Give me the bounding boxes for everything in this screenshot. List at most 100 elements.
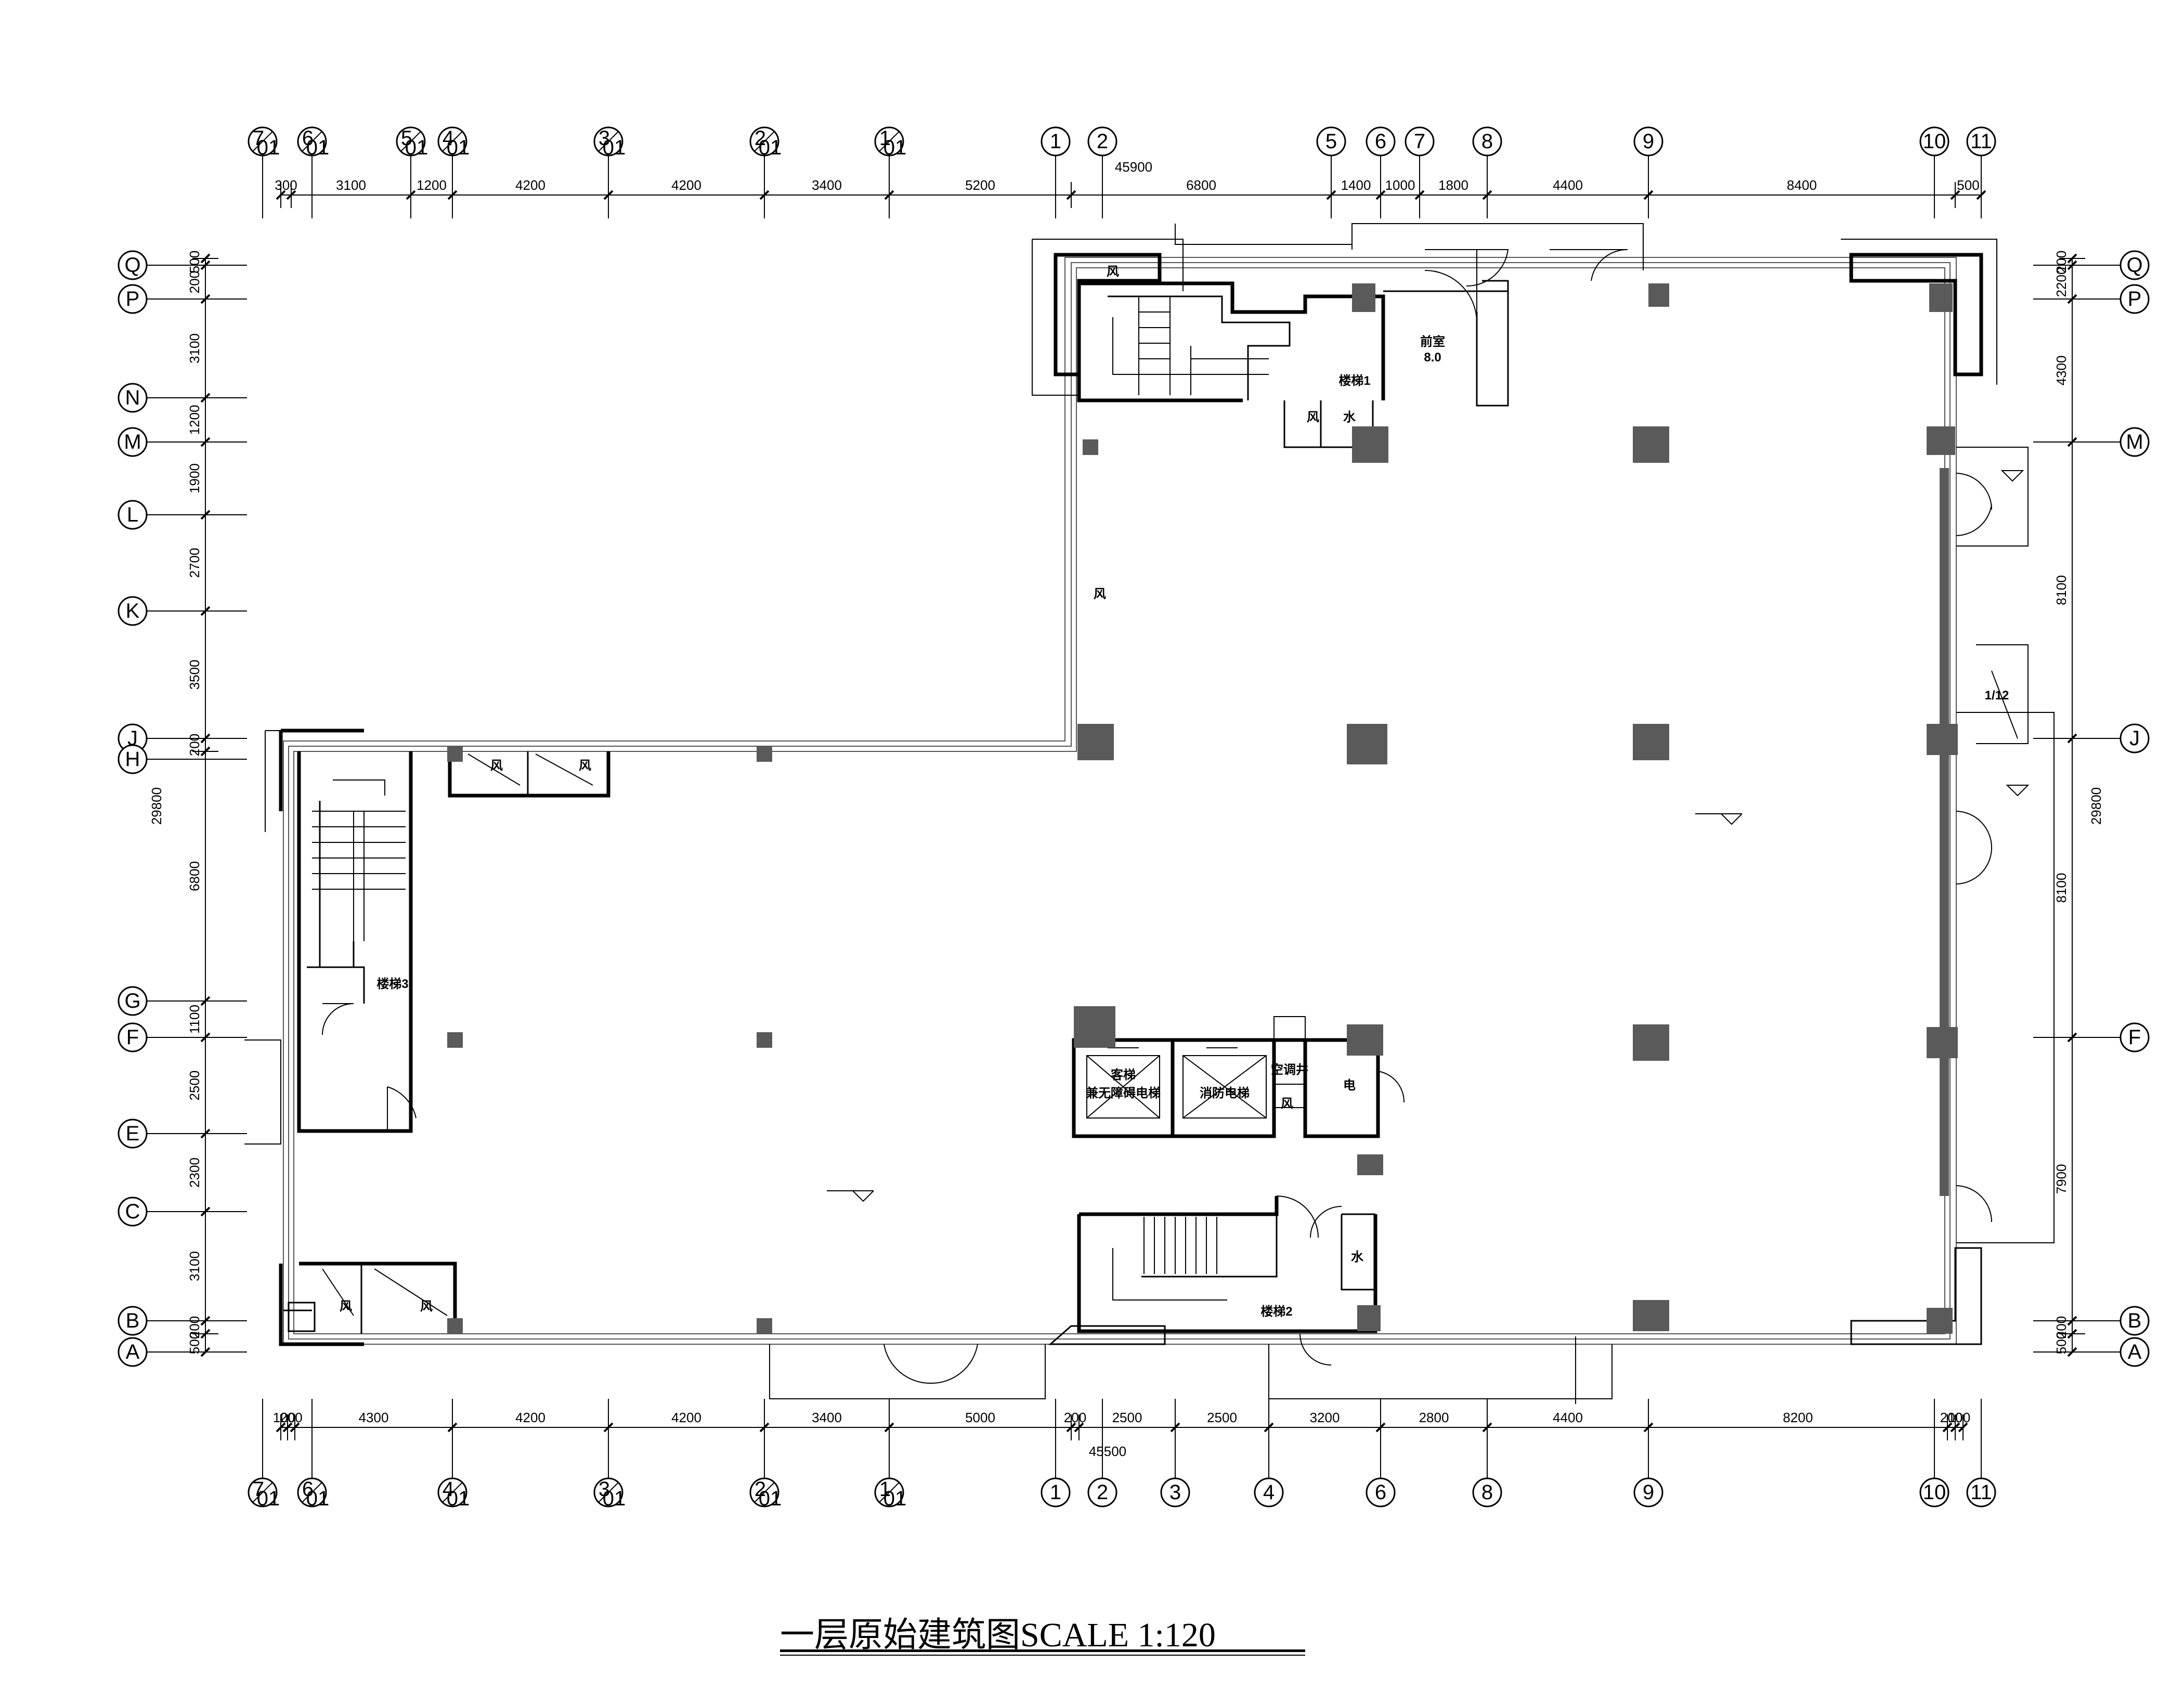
dim-label: 2500 [1207,1410,1237,1425]
svg-text:2: 2 [1097,130,1108,153]
room-labels: 前室 8.0 楼梯1 风 风 水 风 风 风 楼梯3 风 风 客梯 兼无障碍电梯… [340,265,2009,1319]
structural-columns [447,283,1958,1334]
title-underline [780,1649,1305,1652]
dim-label: 2800 [1419,1410,1449,1425]
grid-bubble-left-10: E [118,1119,148,1149]
grid-bubble-left-5: K [118,596,148,626]
svg-text:M: M [2126,431,2143,453]
dim-label: 2700 [187,548,202,578]
dim-label: 4200 [515,1410,545,1425]
label-stair-2: 楼梯2 [1260,1304,1292,1319]
label-stair-1: 楼梯1 [1338,373,1370,388]
svg-text:7: 7 [253,127,264,150]
dim-label: 3100 [187,1251,202,1281]
dim-label: 5200 [965,177,995,193]
grid-bubble-top-10: 6 [1366,126,1396,157]
grid-bubble-bottom-9: 4 [1254,1477,1284,1507]
dim-label: 100 [273,1410,295,1425]
grid-bubble-top-13: 9 [1633,126,1663,157]
svg-text:5: 5 [1325,130,1337,153]
dim-label: 500 [1957,177,1979,193]
grid-bubble-top-0: 701 [248,126,280,159]
label-wind-4: 风 [490,759,503,773]
grid-bubble-right-6: A [2120,1337,2150,1367]
svg-text:6: 6 [1375,130,1386,153]
grid-bubble-top-2: 501 [396,126,428,159]
grid-bubble-top-4: 301 [593,126,626,159]
grid-bubble-top-7: 1 [1041,126,1071,157]
grid-bubble-top-14: 10 [1919,126,1949,157]
drawing-title: 一层原始建筑图SCALE 1:120 [780,1616,1216,1654]
dim-label: 1100 [187,1005,202,1034]
svg-text:M: M [124,431,141,453]
svg-text:K: K [126,600,140,622]
dim-label: 5000 [965,1410,995,1425]
grid-bubble-right-0: Q [2120,250,2150,280]
dim-label: 3100 [187,333,202,363]
elevator-core [1072,1016,1405,1138]
grid-bubble-left-11: C [118,1197,148,1227]
label-wind-1: 风 [1107,265,1119,279]
svg-text:A: A [2128,1341,2142,1363]
svg-text:E: E [126,1122,140,1145]
dim-label: 2300 [187,1158,202,1188]
dim-label: 200 [1064,1410,1086,1425]
building-outline [265,239,1997,1346]
svg-text:Q: Q [124,254,140,277]
dim-label: 3200 [1310,1410,1340,1425]
wing-fan-rooms [448,751,610,798]
grid-bubble-bottom-5: 101 [874,1477,906,1510]
label-elevator-accessible: 兼无障碍电梯 [1086,1086,1161,1100]
grid-bubble-bottom-1: 601 [297,1477,330,1510]
grid-bubble-left-12: B [118,1306,148,1336]
label-elevator-passenger: 客梯 [1111,1068,1136,1082]
label-wind-7: 风 [420,1299,433,1314]
grid-bubble-top-9: 5 [1316,126,1346,157]
svg-text:3: 3 [1169,1481,1181,1504]
grid-bubble-bottom-12: 9 [1633,1477,1663,1507]
svg-text:5: 5 [401,127,412,150]
grid-bubble-bottom-11: 8 [1472,1477,1502,1507]
dim-label: 3400 [812,1410,842,1425]
svg-text:L: L [127,503,138,526]
dim-label: 3400 [812,177,842,193]
svg-text:Q: Q [2126,254,2142,277]
svg-text:01: 01 [306,1487,330,1510]
svg-text:01: 01 [883,136,907,159]
svg-text:6: 6 [302,1478,314,1501]
grid-bubble-bottom-7: 2 [1087,1477,1117,1507]
svg-text:01: 01 [447,136,470,159]
svg-text:01: 01 [603,1487,626,1510]
svg-text:F: F [126,1026,139,1049]
grid-bubble-bottom-6: 1 [1041,1477,1071,1507]
svg-text:N: N [125,386,140,409]
grid-bubble-right-5: B [2120,1306,2150,1336]
svg-text:P: P [126,288,140,310]
svg-text:3: 3 [599,127,610,150]
dim-label: 3100 [336,177,366,193]
dim-label: 4200 [671,177,701,193]
label-front-room-area: 8.0 [1424,350,1441,365]
title-underline-thin [780,1655,1305,1656]
label-elevator-fire: 消防电梯 [1200,1086,1250,1100]
svg-text:1: 1 [1050,1481,1061,1504]
svg-text:01: 01 [447,1487,470,1510]
grid-bubble-top-11: 7 [1405,126,1435,157]
label-ramp: 1/12 [1985,688,2009,703]
svg-text:01: 01 [306,136,330,159]
dim-label: 1200 [187,405,202,435]
label-electric: 电 [1343,1078,1356,1093]
dim-label: 200 [2053,1316,2069,1338]
dim-label: 3500 [187,660,202,690]
label-water-1: 水 [1343,410,1356,424]
grid-bubble-left-2: N [118,383,148,413]
dim-label: 6800 [1186,177,1216,193]
svg-text:1: 1 [1050,130,1061,153]
grid-bubble-left-7: H [118,744,148,774]
svg-text:7: 7 [253,1478,264,1501]
grid-bubble-bottom-2: 401 [437,1477,470,1510]
grid-bubble-left-3: M [118,427,148,457]
